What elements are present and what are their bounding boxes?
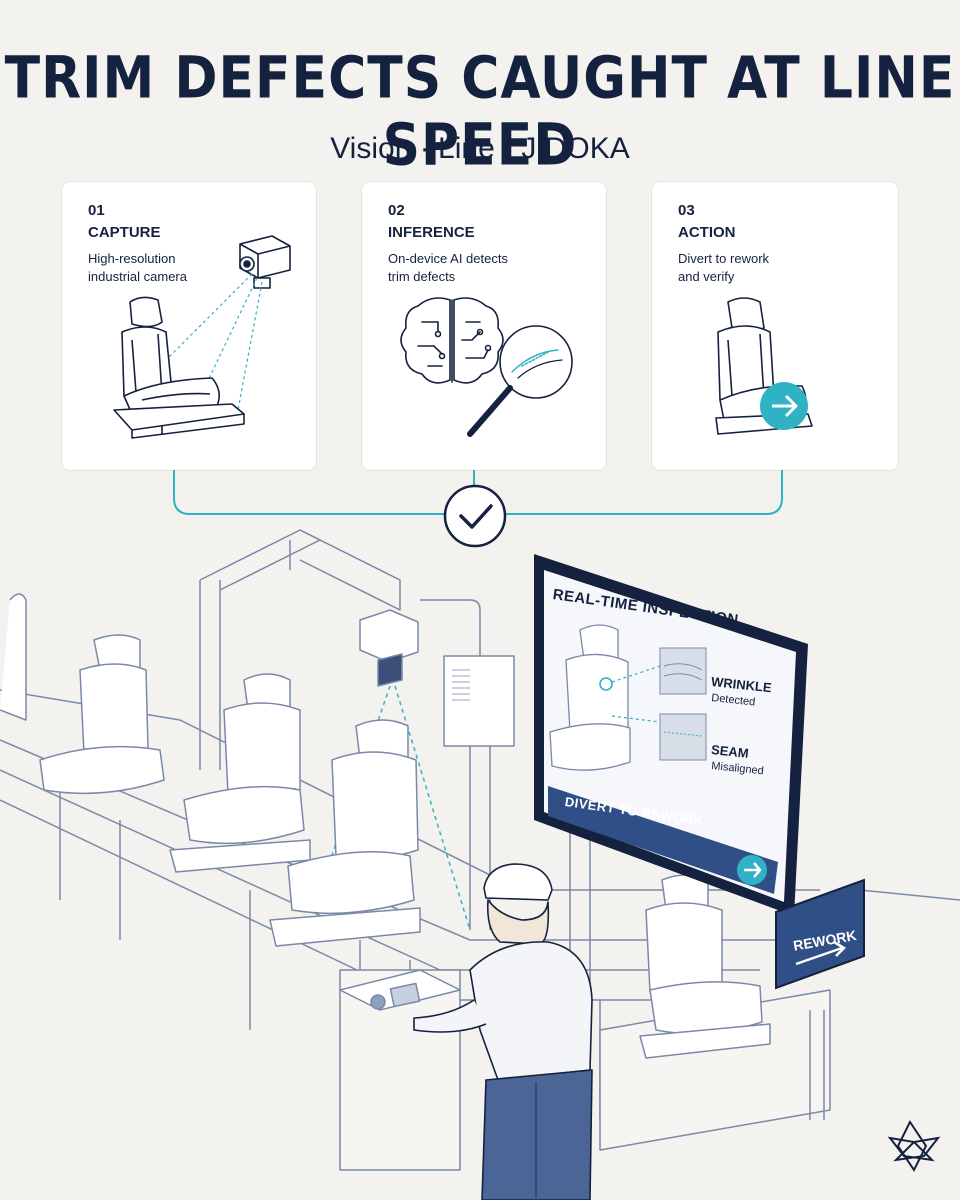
step-description: High-resolution industrial camera (88, 251, 187, 284)
arrow-right-icon (760, 382, 808, 430)
seat-arrow-illustration (715, 297, 813, 435)
page-title: TRIM DEFECTS CAUGHT AT LINE SPEED (4, 44, 956, 180)
step-number: 01 (88, 202, 105, 219)
page-subtitle: Vision · Line · JIDOKA (330, 132, 630, 165)
inspection-monitor (534, 554, 808, 916)
step-description: Divert to rework and verify (678, 251, 770, 284)
seat-icon (113, 296, 245, 439)
brand-logo-icon (887, 1120, 941, 1172)
seat-on-line (0, 593, 165, 795)
magnifier-icon (467, 325, 573, 437)
step-number: 03 (678, 202, 695, 219)
camera-seat-illustration (113, 235, 291, 439)
process-connector (173, 470, 783, 515)
step-heading: ACTION (678, 224, 736, 241)
check-icon (443, 484, 507, 548)
step-card-inference: 02 INFERENCE On-device AI detects trim d… (362, 182, 606, 470)
inspection-gantry (199, 529, 515, 930)
seat-rework (639, 874, 771, 1059)
brain-icon (400, 297, 504, 384)
seat-on-line (169, 673, 311, 873)
worker (413, 863, 593, 1200)
rework-sign (775, 878, 865, 990)
step-card-action: 03 ACTION Divert to rework and verify (652, 182, 898, 470)
step-card-capture: 01 CAPTURE High-resolution industrial ca… (62, 182, 316, 470)
production-line-scene (0, 470, 960, 1200)
camera-icon (239, 235, 291, 289)
step-number: 02 (388, 202, 405, 219)
step-heading: CAPTURE (88, 224, 161, 241)
brain-magnifier-illustration (400, 297, 573, 437)
step-description: On-device AI detects trim defects (388, 251, 508, 284)
step-heading: INFERENCE (388, 224, 475, 241)
seat-on-line (269, 719, 421, 947)
